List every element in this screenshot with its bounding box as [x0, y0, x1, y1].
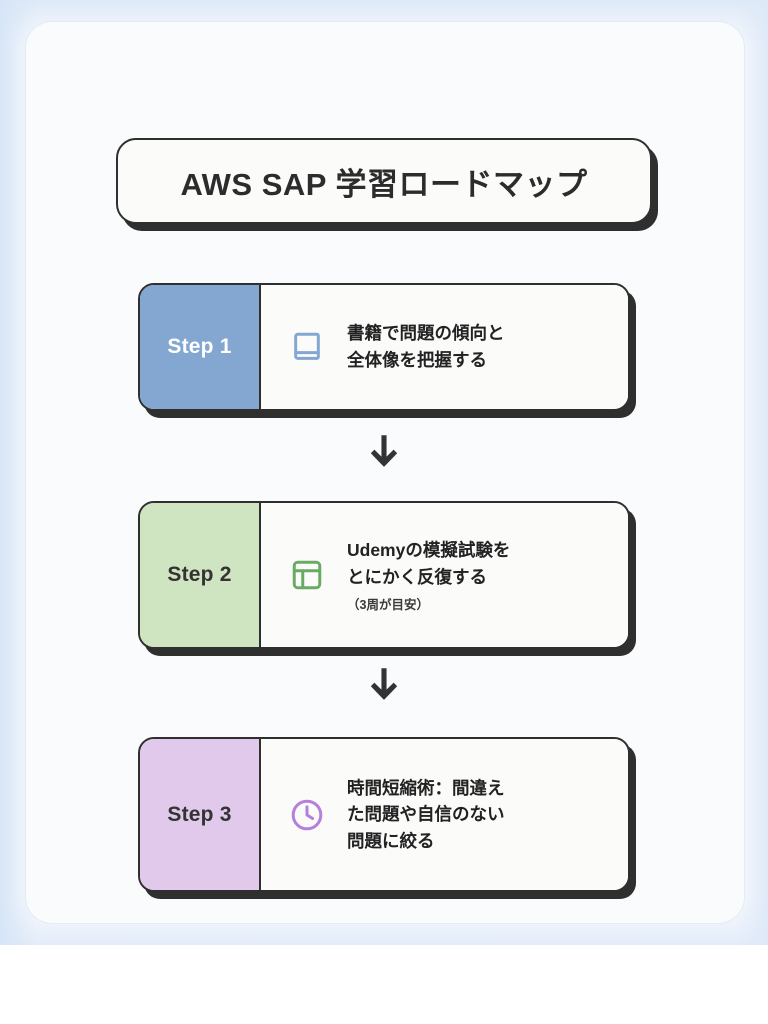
white-footer-area	[0, 945, 768, 1024]
step-3-line-1: 時間短縮術：間違え	[347, 777, 505, 798]
step-1-panel: Step 1	[140, 285, 261, 409]
step-1-text: 書籍で問題の傾向と 全体像を把握する	[347, 320, 505, 373]
step-3-line-2: た問題や自信のない	[347, 804, 505, 825]
step-card-1[interactable]: Step 1 書籍で問題の傾向と 全体像を把握する	[138, 283, 630, 411]
step-1-line-1: 書籍で問題の傾向と	[347, 323, 505, 344]
roadmap-stage: AWS SAP 学習ロードマップ Step 1 書籍で問題の傾向と 全体像を把握…	[0, 138, 768, 892]
step-2-line-1: Udemyの模擬試験を	[347, 539, 511, 560]
step-1-line-2: 全体像を把握する	[347, 350, 487, 370]
step-2-line-2: とにかく反復する	[347, 566, 487, 587]
arrow-down-icon-2	[0, 666, 768, 706]
step-2-body: Udemyの模擬試験を とにかく反復する （3周が目安）	[261, 503, 628, 647]
book-icon	[287, 327, 327, 367]
layout-dashboard-icon	[287, 555, 327, 595]
step-3-text: 時間短縮術：間違え た問題や自信のない 問題に絞る	[347, 775, 505, 855]
step-3-panel: Step 3	[140, 739, 261, 890]
step-2-note: （3周が目安）	[347, 598, 429, 613]
arrow-down-icon-1	[0, 433, 768, 473]
roadmap-canvas: AWS SAP 学習ロードマップ Step 1 書籍で問題の傾向と 全体像を把握…	[0, 0, 768, 945]
step-2-panel: Step 2	[140, 503, 261, 647]
step-3-body: 時間短縮術：間違え た問題や自信のない 問題に絞る	[261, 739, 628, 890]
clock-icon	[287, 795, 327, 835]
step-3-line-3: 問題に絞る	[347, 830, 435, 851]
step-2-label: Step 2	[167, 563, 232, 586]
page-title: AWS SAP 学習ロードマップ	[180, 166, 588, 202]
step-3-label: Step 3	[167, 802, 232, 826]
step-1-label: Step 1	[167, 335, 232, 358]
step-card-3[interactable]: Step 3 時間短縮術：間違え た問題や自信のない 問題に絞る	[138, 737, 630, 892]
step-2-text: Udemyの模擬試験を とにかく反復する （3周が目安）	[347, 537, 510, 613]
step-1-body: 書籍で問題の傾向と 全体像を把握する	[261, 285, 628, 409]
page-title-box: AWS SAP 学習ロードマップ	[116, 138, 652, 224]
step-card-2[interactable]: Step 2 Udemyの模擬試験を とにかく反復する （3周が目安）	[138, 501, 630, 649]
